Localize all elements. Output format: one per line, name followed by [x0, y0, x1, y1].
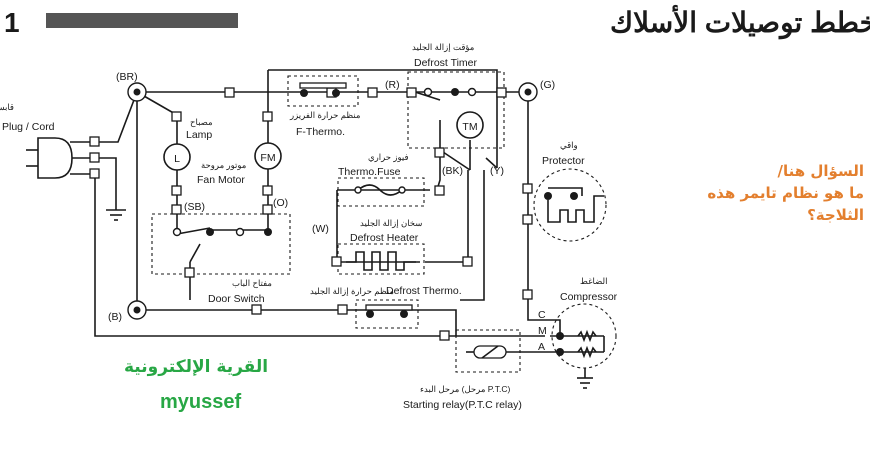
brand-english: myussef [160, 391, 242, 413]
node-sb-label: (SB) [184, 201, 205, 213]
node-g: (G) [518, 79, 555, 102]
door-switch-label-en: Door Switch [208, 293, 265, 305]
lamp: L مصباح Lamp [163, 117, 213, 171]
plug-label-ar: قابس/ سلك [0, 102, 14, 113]
lamp-symbol: L [174, 153, 180, 165]
brand-arabic: القرية الإلكترونية [124, 357, 269, 377]
door-switch-frame [151, 213, 291, 275]
f-thermo-label-ar: منظم حرارة الفريزر [289, 110, 361, 121]
thermo-fuse: فيوز حراري Thermo.Fuse [338, 152, 409, 196]
thermo-fuse-label-en: Thermo.Fuse [338, 166, 401, 178]
defrost-timer-label-ar: مؤقت إزالة الجليد [412, 42, 475, 53]
f-thermo: منظم حرارة الفريزر F-Thermo. [289, 82, 361, 138]
defrost-thermo: منظم حرارة إزالة الجليد Defrost Thermo. [310, 285, 462, 318]
thermo-fuse-frame [337, 177, 425, 207]
plug: قابس/ سلك Plug / Cord [0, 102, 73, 179]
protector-label-en: Protector [542, 155, 585, 167]
door-switch-label-ar: مفتاح الباب [232, 278, 272, 289]
defrost-thermo-frame [355, 299, 419, 329]
door-switch: مفتاح الباب Door Switch [172, 227, 272, 305]
fan-motor-label-ar: موتور مروحة [201, 160, 247, 171]
thermo-fuse-label-ar: فيوز حراري [368, 152, 409, 163]
compressor-pin-a: A [538, 341, 545, 353]
page-mark: 1 [4, 7, 20, 38]
timer-motor-symbol: TM [462, 121, 477, 133]
node-g-label: (G) [540, 79, 555, 91]
starting-relay: مرحل البدء (مرحل P.T.C) Starting relay(P… [403, 345, 550, 411]
protector-label-ar: واقي [560, 140, 578, 151]
compressor-pin-c: C [538, 309, 546, 321]
question-line-3: الثلاجة؟ [807, 206, 864, 224]
defrost-heater: سخان إزالة الجليد Defrost Heater [346, 218, 422, 271]
f-thermo-label-en: F-Thermo. [296, 126, 345, 138]
node-o-label: (O) [273, 197, 288, 209]
defrost-heater-label-ar: سخان إزالة الجليد [360, 218, 422, 229]
header-bar [46, 13, 238, 28]
defrost-timer-frame [407, 71, 505, 149]
diagram-title: مخطط توصيلات الأسلاك [610, 5, 870, 40]
defrost-heater-label-en: Defrost Heater [350, 232, 419, 244]
defrost-timer: TM مؤقت إزالة الجليد Defrost Timer [412, 42, 484, 139]
starting-relay-label-ar: مرحل البدء (مرحل P.T.C) [420, 384, 510, 395]
f-thermo-frame [287, 75, 359, 107]
node-br: (BR) [116, 71, 147, 102]
plug-label-en: Plug / Cord [2, 121, 55, 133]
terminals [89, 87, 533, 341]
compressor: C M A الضاغط Compressor [538, 276, 618, 369]
defrost-thermo-label-ar: منظم حرارة إزالة الجليد [310, 286, 394, 297]
protector: واقي Protector [533, 140, 607, 242]
compressor-label-en: Compressor [560, 291, 618, 303]
question-line-1: السؤال هنا/ [777, 162, 864, 180]
node-br-label: (BR) [116, 71, 138, 83]
compressor-pin-m: M [538, 325, 547, 337]
node-bk-label: (BK) [442, 165, 463, 177]
lamp-label-ar: مصباح [190, 117, 213, 128]
fan-motor: FM موتور مروحة Fan Motor [197, 142, 282, 186]
defrost-thermo-label-en: Defrost Thermo. [386, 285, 462, 297]
lamp-label-en: Lamp [186, 129, 212, 141]
fan-motor-symbol: FM [260, 152, 275, 164]
question-block: السؤال هنا/ ما هو نظام تايمر هذه الثلاجة… [664, 160, 864, 226]
starting-relay-label-en: Starting relay(P.T.C relay) [403, 399, 522, 411]
defrost-timer-label-en: Defrost Timer [414, 57, 478, 69]
node-b-label: (B) [108, 311, 122, 323]
compressor-label-ar: الضاغط [580, 276, 607, 286]
node-y-label: (Y) [490, 165, 504, 177]
node-w-label: (W) [312, 223, 329, 235]
node-r-label: (R) [385, 79, 400, 91]
question-line-2: ما هو نظام تايمر هذه [707, 184, 864, 202]
starting-relay-frame [455, 329, 521, 373]
node-b: (B) [108, 300, 147, 323]
fan-motor-label-en: Fan Motor [197, 174, 245, 186]
